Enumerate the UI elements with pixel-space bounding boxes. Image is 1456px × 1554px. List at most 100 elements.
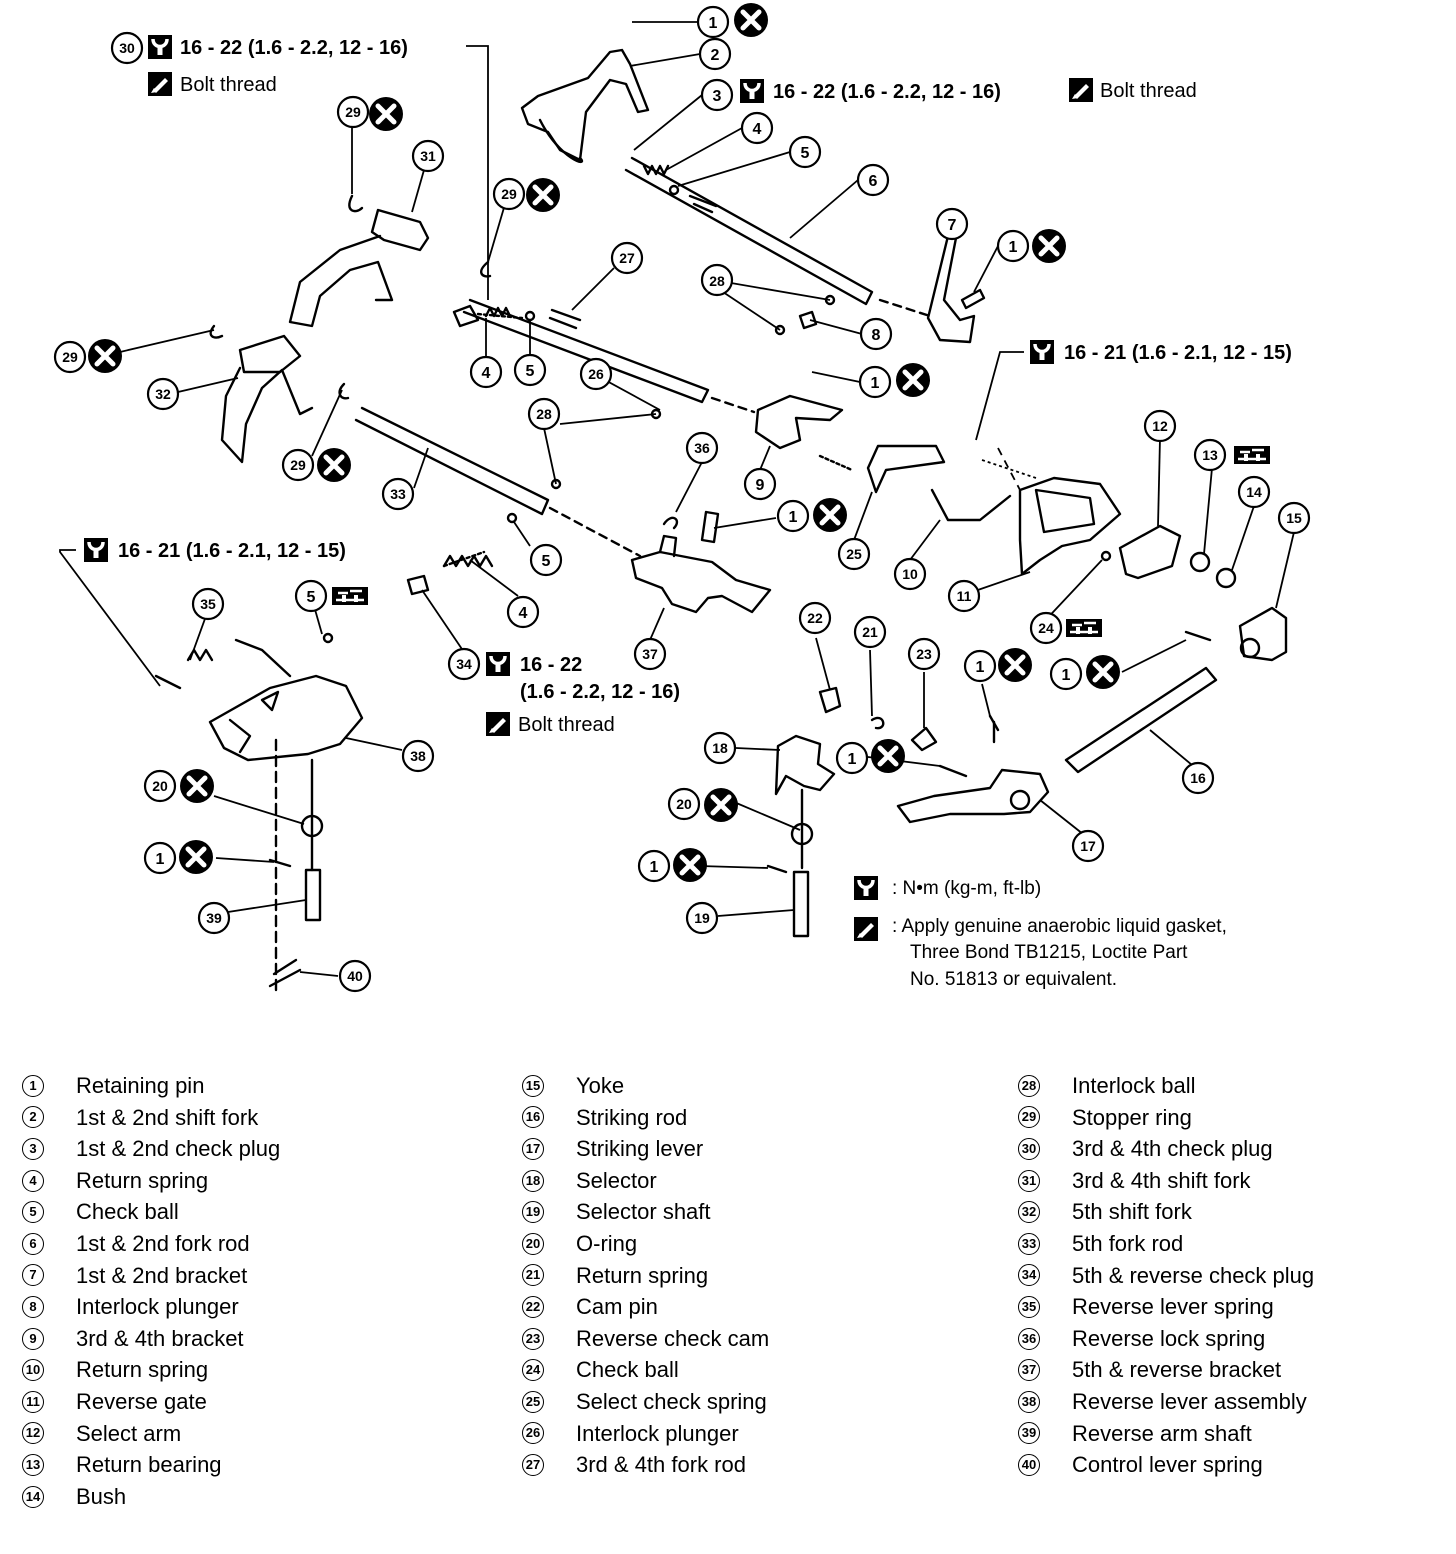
legend-number: 19 [522, 1201, 544, 1224]
legend-number: 12 [22, 1422, 44, 1445]
legend-label: 1st & 2nd shift fork [76, 1104, 259, 1130]
callout: 39 [197, 901, 231, 935]
svg-text:33: 33 [390, 486, 406, 502]
svg-text:1: 1 [650, 859, 659, 876]
legend-number: 3 [22, 1137, 44, 1160]
legend-number: 8 [22, 1295, 44, 1318]
torque-spec-34-line2: (1.6 - 2.2, 12 - 16) [520, 681, 680, 703]
svg-text:37: 37 [642, 646, 658, 662]
svg-text:1: 1 [871, 375, 880, 392]
callout: 38 [401, 739, 435, 773]
callout: 40 [338, 959, 372, 993]
legend-number: 29 [1018, 1106, 1040, 1129]
svg-text:29: 29 [62, 349, 78, 365]
legend-label: Return spring [576, 1262, 709, 1288]
callout: 23 [907, 637, 941, 671]
legend-number: 35 [1018, 1295, 1040, 1318]
callout: 28 [527, 397, 561, 431]
torque-spec-34-line1: 16 - 22 [520, 654, 582, 676]
svg-text:25: 25 [846, 546, 862, 562]
svg-text:7: 7 [948, 217, 957, 234]
legend-label: Reverse lock spring [1072, 1325, 1266, 1351]
legend-label: Select arm [76, 1420, 182, 1446]
callout: 3 [700, 78, 734, 112]
svg-text:1: 1 [848, 751, 857, 768]
svg-text:29: 29 [501, 186, 517, 202]
legend-number: 40 [1018, 1453, 1040, 1476]
svg-text:10: 10 [902, 566, 918, 582]
svg-text:32: 32 [155, 386, 171, 402]
svg-text:36: 36 [694, 440, 710, 456]
legend-number: 33 [1018, 1232, 1040, 1255]
svg-text:1: 1 [1009, 239, 1018, 256]
legend-label: Return spring [76, 1357, 209, 1383]
do-not-reuse-marks [88, 3, 1120, 882]
callout: 1 [858, 365, 892, 399]
callout: 16 [1181, 761, 1215, 795]
legend-label: 5th & reverse bracket [1072, 1357, 1282, 1383]
legend-number: 5 [22, 1201, 44, 1224]
callout: 18 [703, 731, 737, 765]
callout: 5 [788, 135, 822, 169]
callout: 14 [1237, 475, 1271, 509]
legend-number: 15 [522, 1074, 544, 1097]
legend-label: 1st & 2nd fork rod [76, 1230, 250, 1256]
legend-label: Interlock ball [1072, 1073, 1196, 1098]
svg-text:2: 2 [711, 47, 720, 64]
legend-label: Yoke [576, 1073, 625, 1098]
legend-label: 3rd & 4th check plug [1072, 1136, 1273, 1162]
svg-text:5: 5 [542, 553, 551, 570]
bolt-thread-34: Bolt thread [518, 714, 615, 736]
legend-number: 1 [22, 1074, 44, 1097]
callout: 36 [685, 431, 719, 465]
legend-item: 13 Return bearing [22, 1449, 280, 1481]
legend-label: Return bearing [76, 1452, 222, 1478]
legend-number: 13 [22, 1453, 44, 1476]
callout: 25 [837, 537, 871, 571]
svg-text:1: 1 [709, 15, 718, 32]
legend-label: 5th & reverse check plug [1072, 1262, 1315, 1288]
legend-label: Stopper ring [1072, 1104, 1192, 1130]
callout: 7 [935, 207, 969, 241]
svg-text:3: 3 [713, 88, 722, 105]
callout: 2 [698, 37, 732, 71]
legend-item: 12 Select arm [22, 1418, 280, 1450]
legend-label: 3rd & 4th fork rod [576, 1452, 746, 1478]
svg-text:1: 1 [789, 509, 798, 526]
callout: 29 [281, 448, 315, 482]
callout: 5 [529, 543, 563, 577]
svg-text:19: 19 [694, 910, 710, 926]
svg-text:14: 14 [1246, 484, 1262, 500]
callout: 6 [856, 163, 890, 197]
callout: 10 [893, 557, 927, 591]
legend-label: Selector shaft [576, 1199, 711, 1225]
legend-label: Control lever spring [1072, 1452, 1263, 1478]
legend-number: 34 [1018, 1264, 1040, 1287]
legend-label: O-ring [576, 1230, 638, 1256]
svg-text:20: 20 [152, 778, 168, 794]
callout: 5 [513, 353, 547, 387]
legend-number: 39 [1018, 1422, 1040, 1445]
legend-number: 7 [22, 1264, 44, 1287]
callout: 28 [700, 263, 734, 297]
callout: 31 [411, 139, 445, 173]
legend-number: 14 [22, 1485, 44, 1508]
torque-spec-right: 16 - 21 (1.6 - 2.1, 12 - 15) [1064, 342, 1292, 364]
svg-text:31: 31 [420, 148, 436, 164]
callout: 24 [1029, 611, 1063, 645]
callout: 29 [336, 95, 370, 129]
